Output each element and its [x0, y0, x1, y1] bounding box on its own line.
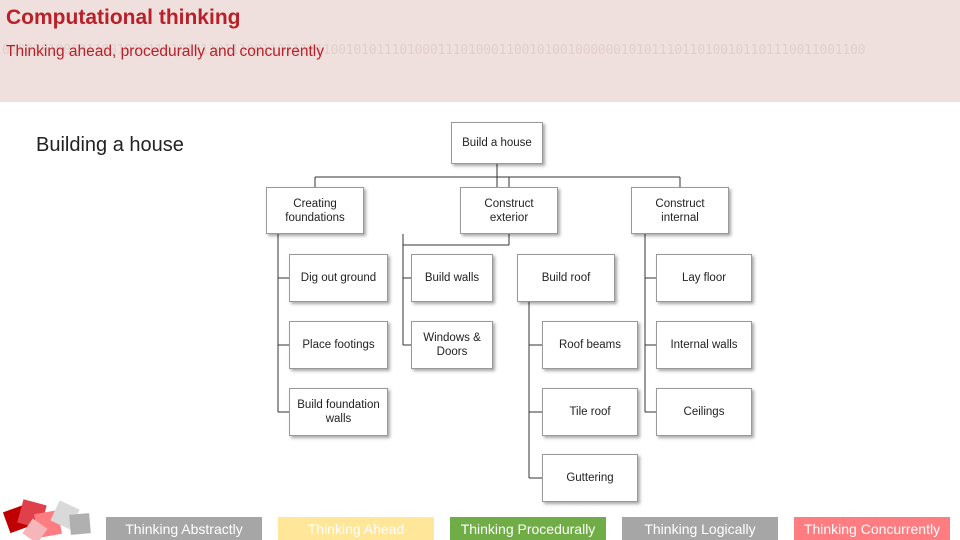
node-windows-doors: Windows & Doors: [411, 321, 493, 369]
page-subtitle: Thinking ahead, procedurally and concurr…: [6, 43, 324, 60]
footer-tab-concurrently[interactable]: Thinking Concurrently: [794, 517, 950, 540]
footer-tab-logically[interactable]: Thinking Logically: [622, 517, 778, 540]
node-guttering: Guttering: [542, 454, 638, 502]
node-internal-walls: Internal walls: [656, 321, 752, 369]
node-lay-floor: Lay floor: [656, 254, 752, 302]
logo-icon: [2, 499, 91, 540]
node-ceilings: Ceilings: [656, 388, 752, 436]
binary-line: 0100101001011001010110101011011100110111…: [2, 43, 866, 58]
node-build-a-house: Build a house: [451, 122, 543, 164]
node-construct-exterior: Construct exterior: [460, 187, 558, 234]
footer-tab-ahead[interactable]: Thinking Ahead: [278, 517, 434, 540]
node-build-foundation-walls: Build foundation walls: [289, 388, 388, 436]
node-roof-beams: Roof beams: [542, 321, 638, 369]
page-title: Computational thinking: [6, 6, 241, 29]
footer-tab-procedurally[interactable]: Thinking Procedurally: [450, 517, 606, 540]
footer-tab-label: Thinking Logically: [644, 520, 756, 537]
node-build-roof: Build roof: [517, 254, 615, 302]
binary-background: 0100101001011001010110101011011100110111…: [2, 0, 958, 102]
footer-tab-label: Thinking Concurrently: [803, 520, 941, 537]
section-heading: Building a house: [36, 134, 184, 156]
footer-tab-label: Thinking Procedurally: [460, 520, 596, 537]
node-dig-out-ground: Dig out ground: [289, 254, 388, 302]
node-place-footings: Place footings: [289, 321, 388, 369]
node-build-walls: Build walls: [411, 254, 493, 302]
header-banner: 0100101001011001010110101011011100110111…: [0, 0, 960, 102]
footer-tab-label: Thinking Abstractly: [125, 520, 243, 537]
node-construct-internal: Construct internal: [631, 187, 729, 234]
footer-tab-abstractly[interactable]: Thinking Abstractly: [106, 517, 262, 540]
node-tile-roof: Tile roof: [542, 388, 638, 436]
node-creating-foundations: Creating foundations: [266, 187, 364, 234]
footer-tab-label: Thinking Ahead: [307, 520, 405, 537]
